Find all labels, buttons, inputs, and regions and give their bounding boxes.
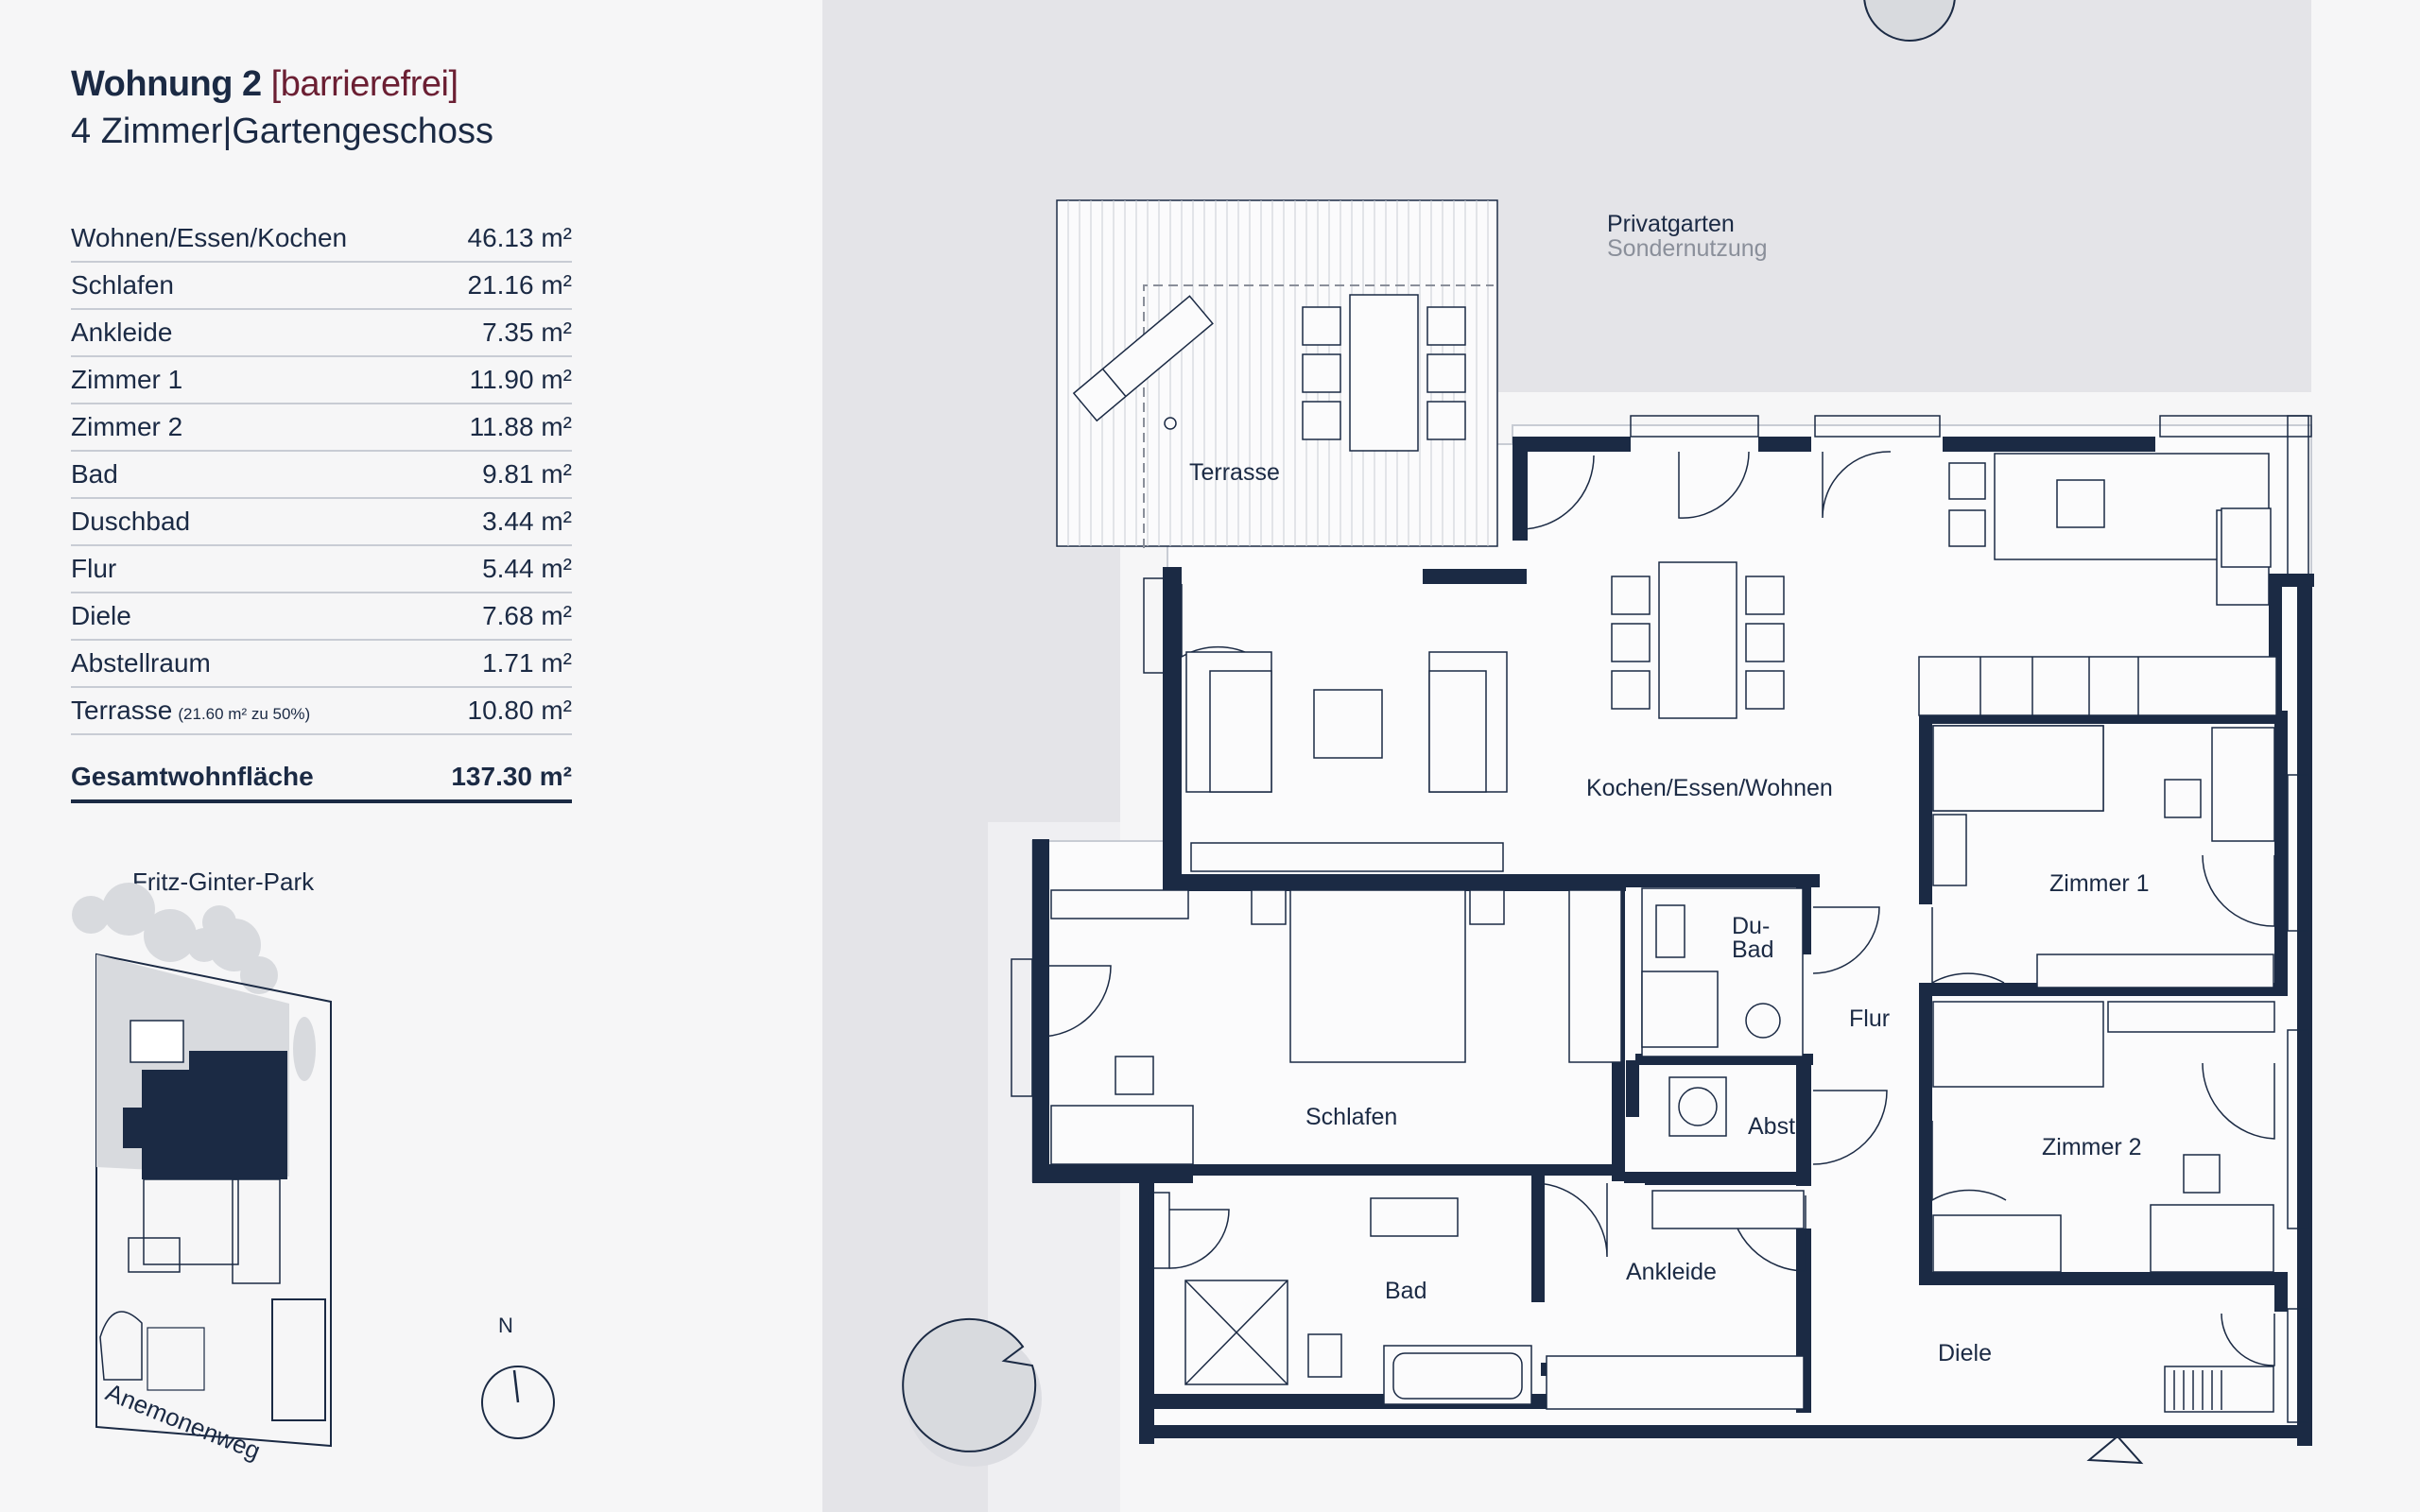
room-area: 21.16 m² <box>467 270 573 300</box>
site-boundary <box>95 953 332 1448</box>
plan-labels: Privatgarten Sondernutzung Terrasse Koch… <box>1189 211 2150 1366</box>
apartment-title: Wohnung 2[barrierefrei] <box>71 64 458 105</box>
parking-outline <box>147 1327 205 1391</box>
tree-bottom <box>902 1317 1037 1452</box>
dubad-label-line2: Bad <box>1732 936 1773 963</box>
dubad-label-line1: Du- <box>1732 913 1770 939</box>
diele-label: Diele <box>1938 1340 1992 1366</box>
room-name-text: Terrasse <box>71 696 173 725</box>
room-name: Ankleide <box>71 318 173 347</box>
tree-shape <box>293 1017 316 1081</box>
room-area: 7.35 m² <box>482 318 572 347</box>
terrace-room-label: Terrasse <box>1189 459 1280 486</box>
garden-area <box>822 0 2311 1512</box>
apartment-subtitle: 4 Zimmer|Gartengeschoss <box>71 112 494 151</box>
room-name: Zimmer 1 <box>71 365 183 394</box>
compass-circle <box>481 1366 555 1439</box>
table-row: Schlafen 21.16 m² <box>71 263 572 310</box>
park-trees <box>72 883 278 994</box>
garage-outline <box>128 1237 181 1273</box>
schlafen-label: Schlafen <box>1305 1104 1397 1130</box>
flur-label: Flur <box>1849 1005 1890 1032</box>
apartment-name: Wohnung 2 <box>71 64 262 104</box>
terrace-outline <box>130 1020 184 1063</box>
room-area: 10.80 m² <box>467 696 573 725</box>
table-row: Zimmer 1 11.90 m² <box>71 357 572 404</box>
ramp-outline <box>99 1311 143 1381</box>
doors <box>1039 451 2275 1366</box>
room-area: 11.88 m² <box>469 412 572 441</box>
room-area: 7.68 m² <box>482 601 572 630</box>
zimmer2-label: Zimmer 2 <box>2042 1134 2142 1160</box>
table-row: Duschbad 3.44 m² <box>71 499 572 546</box>
table-row: Diele 7.68 m² <box>71 593 572 641</box>
info-panel: Wohnung 2[barrierefrei] 4 Zimmer|Garteng… <box>0 0 822 1512</box>
compass-needle <box>512 1369 520 1403</box>
table-row: Zimmer 2 11.88 m² <box>71 404 572 452</box>
tree-top <box>1863 0 1956 42</box>
total-area: 137.30 m² <box>451 762 572 791</box>
ankleide-label: Ankleide <box>1626 1259 1717 1285</box>
table-row: Wohnen/Essen/Kochen 46.13 m² <box>71 215 572 263</box>
upper-building-outline <box>143 1178 239 1265</box>
room-area: 11.90 m² <box>469 365 572 394</box>
compass: N <box>481 1314 555 1439</box>
room-area: 3.44 m² <box>482 507 572 536</box>
room-name: Zimmer 2 <box>71 412 183 441</box>
table-row: Bad 9.81 m² <box>71 452 572 499</box>
decking-lines <box>1067 200 1489 546</box>
room-name: Abstellraum <box>71 648 211 678</box>
street-label: Anemonenweg <box>102 1378 265 1466</box>
room-name: Flur <box>71 554 117 583</box>
room-name: Diele <box>71 601 131 630</box>
terrace <box>1056 199 1498 548</box>
windows <box>1011 415 2312 1423</box>
apartment-footprint <box>123 1051 287 1179</box>
accessibility-tag: [barrierefrei] <box>270 64 458 104</box>
garden-sublabel: Sondernutzung <box>1607 235 1768 262</box>
park-label: Fritz-Ginter-Park <box>132 868 315 896</box>
table-row: Ankleide 7.35 m² <box>71 310 572 357</box>
bad-label: Bad <box>1385 1278 1426 1304</box>
room-note: (21.60 m² zu 50%) <box>178 705 311 723</box>
table-row: Abstellraum 1.71 m² <box>71 641 572 688</box>
entrance-marker <box>2086 1435 2144 1465</box>
floor-plan: Privatgarten Sondernutzung Terrasse Koch… <box>822 0 2420 1512</box>
room-area: 9.81 m² <box>482 459 572 489</box>
carport-outline <box>271 1298 326 1421</box>
zimmer1-label: Zimmer 1 <box>2049 870 2150 897</box>
room-area: 5.44 m² <box>482 554 572 583</box>
walls <box>1032 437 2314 1446</box>
stair-outline <box>232 1178 281 1284</box>
room-name: Duschbad <box>71 507 191 536</box>
total-label: Gesamtwohnfläche <box>71 762 314 791</box>
table-row: Flur 5.44 m² <box>71 546 572 593</box>
room-area: 46.13 m² <box>467 223 573 252</box>
table-row: Terrasse (21.60 m² zu 50%) 10.80 m² <box>71 688 572 735</box>
room-area-table: Wohnen/Essen/Kochen 46.13 m² Schlafen 21.1… <box>71 215 572 803</box>
room-name: Schlafen <box>71 270 174 300</box>
total-row: Gesamtwohnfläche 137.30 m² <box>71 735 572 803</box>
site-plan: Fritz-Ginter-Park Anemonenweg N <box>72 868 332 1466</box>
room-name: Terrasse (21.60 m² zu 50%) <box>71 696 310 726</box>
living-room-label: Kochen/Essen/Wohnen <box>1586 775 1833 801</box>
garden-label: Privatgarten <box>1607 211 1735 237</box>
abst-label: Abst. <box>1748 1113 1802 1140</box>
terrace-furniture <box>1072 294 1466 452</box>
room-name: Bad <box>71 459 118 489</box>
room-area: 1.71 m² <box>482 648 572 678</box>
room-name: Wohnen/Essen/Kochen <box>71 223 348 252</box>
compass-north-label: N <box>498 1314 513 1337</box>
furniture <box>1050 453 2277 1413</box>
